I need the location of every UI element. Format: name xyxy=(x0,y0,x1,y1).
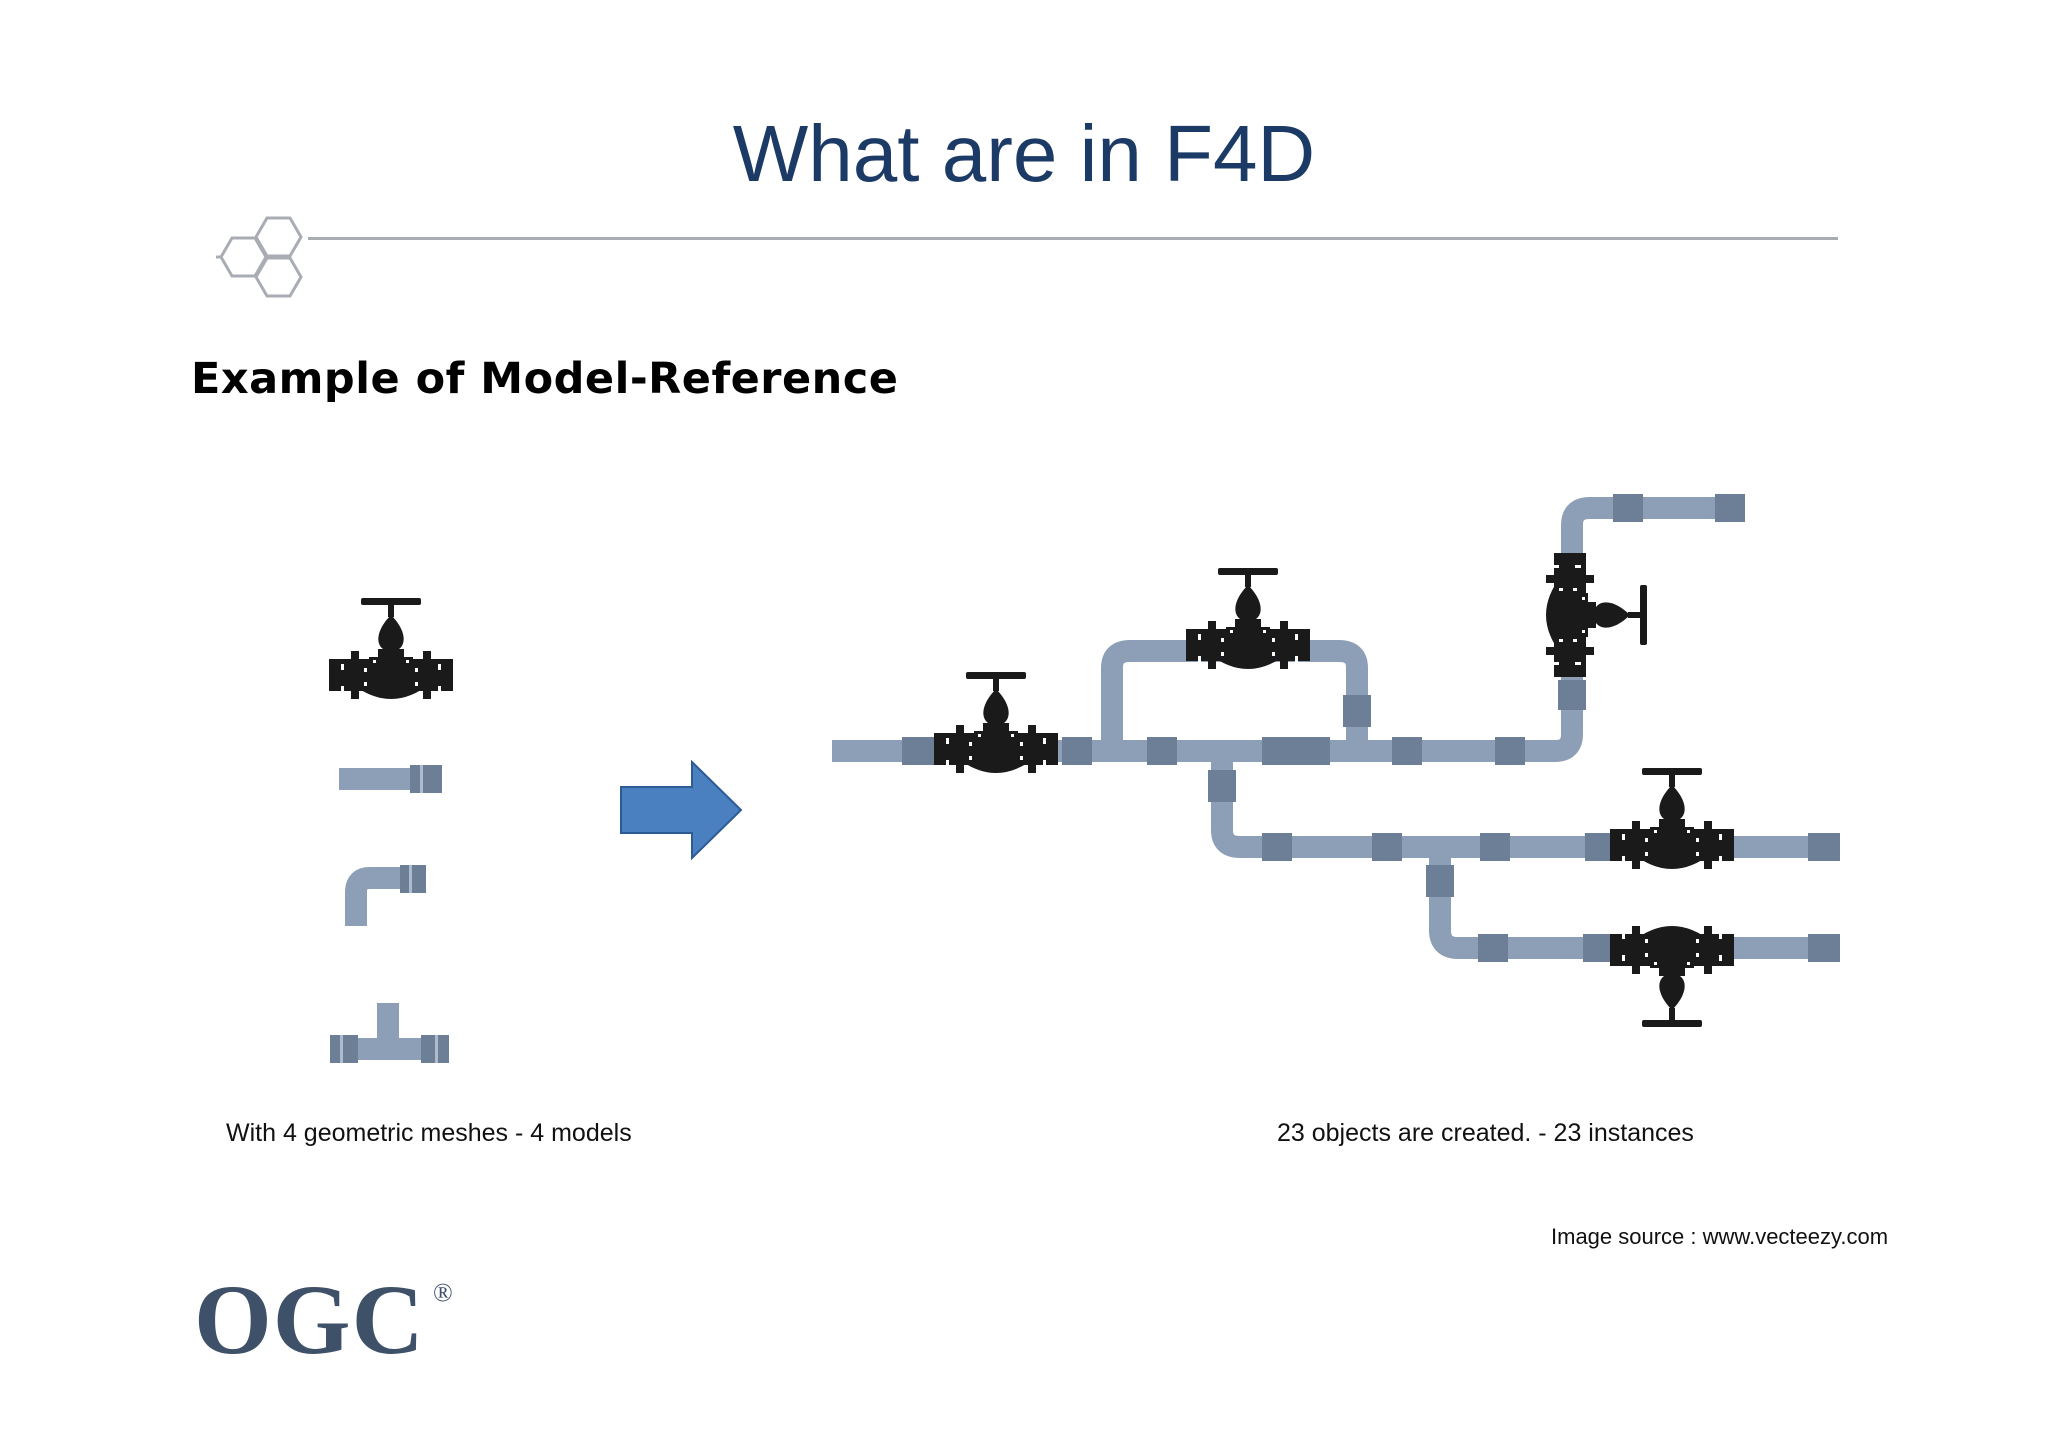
slide-title: What are in F4D xyxy=(732,109,1316,198)
valve-instance-3 xyxy=(1610,768,1734,869)
section-heading: Example of Model-Reference xyxy=(191,354,899,404)
registered-mark: ® xyxy=(433,1278,453,1307)
model-tee-pipe xyxy=(330,1003,449,1063)
model-straight-pipe xyxy=(339,765,442,793)
header-rule xyxy=(308,237,1838,240)
valve-instance-2 xyxy=(1186,568,1310,669)
ogc-logo: OGC xyxy=(194,1264,425,1375)
right-arrow-icon xyxy=(620,759,743,861)
model-elbow-pipe xyxy=(345,865,426,926)
left-caption: With 4 geometric meshes - 4 models xyxy=(226,1119,632,1147)
hexagon-logo-icon xyxy=(216,216,303,298)
valve-instance-4 xyxy=(1610,926,1734,1027)
valve-instance-5 xyxy=(1546,553,1647,677)
model-valve xyxy=(329,598,453,699)
valve-instance-1 xyxy=(934,672,1058,773)
pipe-joints xyxy=(902,494,1840,962)
image-source-note: Image source : www.vecteezy.com xyxy=(1551,1224,1889,1249)
right-caption: 23 objects are created. - 23 instances xyxy=(1277,1119,1694,1147)
